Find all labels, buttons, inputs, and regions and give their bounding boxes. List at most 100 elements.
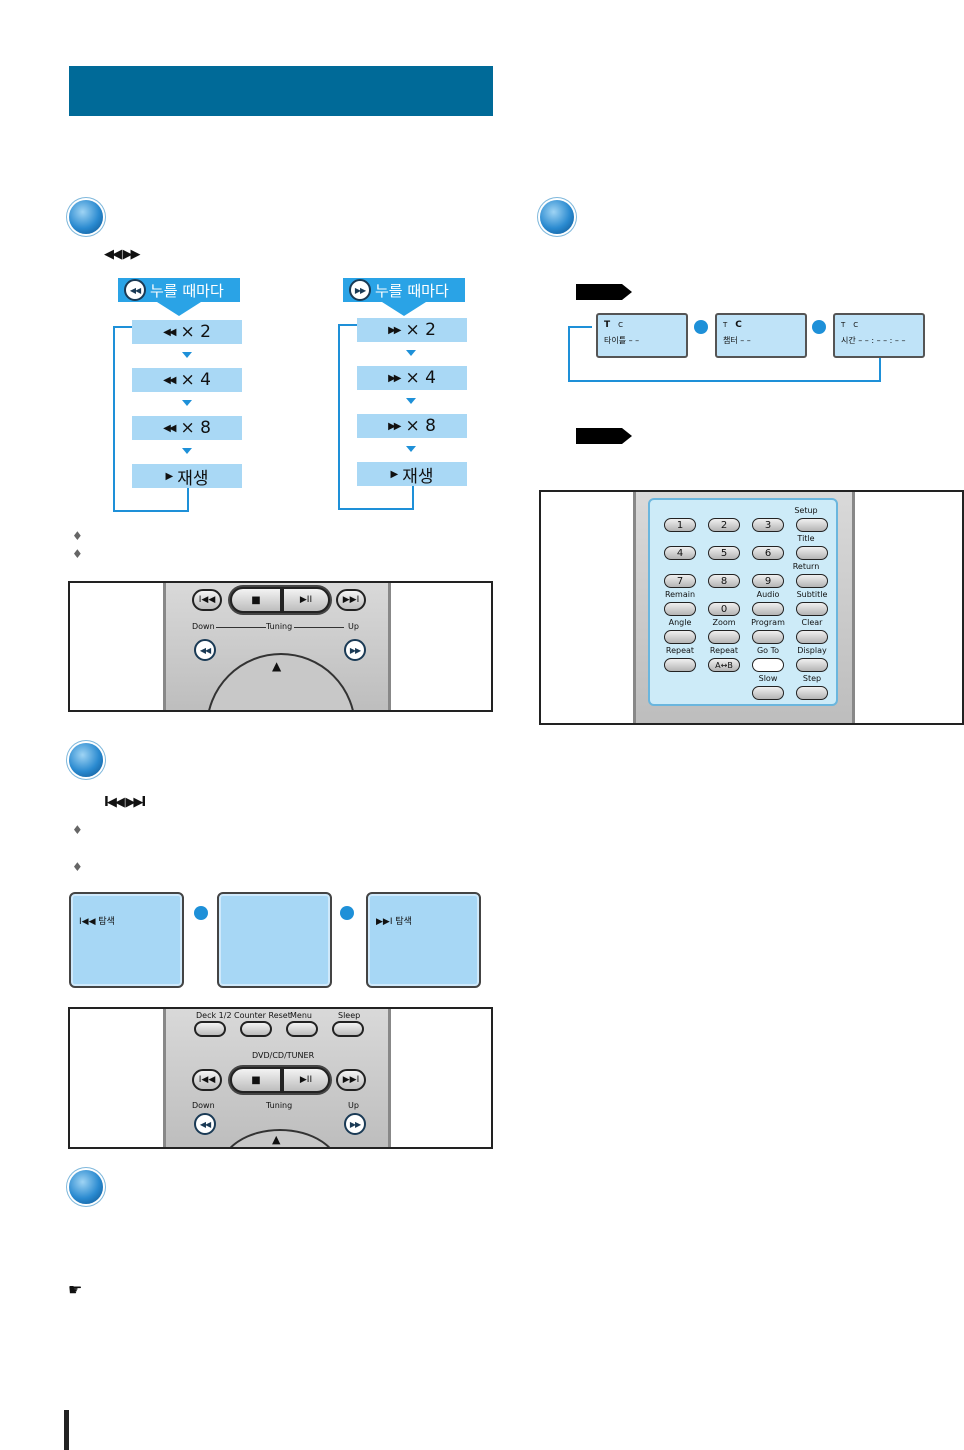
angle-label: Angle — [668, 618, 692, 627]
down-label: Down — [192, 622, 215, 631]
section-bullet-icon — [69, 200, 103, 234]
up-arrow-icon: ▲ — [272, 659, 282, 673]
key-9[interactable]: 9 — [752, 574, 784, 588]
down-label: Down — [192, 1101, 215, 1110]
section-bullet-icon — [69, 743, 103, 777]
display-button[interactable] — [796, 658, 828, 672]
forward-step-8x: ▶▶× 8 — [357, 414, 467, 438]
skip-next-screen: ▶▶I 탐색 — [366, 892, 481, 988]
section-header-bar — [69, 66, 493, 116]
sleep-label: Sleep — [338, 1011, 361, 1020]
key-2[interactable]: 2 — [708, 518, 740, 532]
goto-loop-line-right — [879, 358, 881, 382]
search-buttons-glyph: ◀◀ ▶▶ — [104, 247, 141, 262]
step-tag-1 — [576, 284, 632, 300]
step-label: Step — [802, 674, 822, 683]
setup-button[interactable] — [796, 518, 828, 532]
key-7[interactable]: 7 — [664, 574, 696, 588]
fast-forward-button[interactable]: ▶▶ — [344, 639, 366, 661]
flow-arrow-icon — [406, 446, 416, 452]
key-4[interactable]: 4 — [664, 546, 696, 560]
goto-loop-line-bottom — [568, 380, 881, 382]
tuning-label: Tuning — [266, 622, 293, 631]
setup-label: Setup — [794, 506, 818, 515]
right-arrow-icon — [812, 320, 826, 334]
right-arrow-icon — [694, 320, 708, 334]
sleep-button[interactable] — [332, 1021, 364, 1037]
counter-reset-button[interactable] — [240, 1021, 272, 1037]
fast-forward-icon: ▶▶ — [349, 279, 371, 301]
key-0[interactable]: 0 — [708, 602, 740, 616]
skip-current-screen — [217, 892, 332, 988]
key-3[interactable]: 3 — [752, 518, 784, 532]
key-5[interactable]: 5 — [708, 546, 740, 560]
step-tag-2 — [576, 428, 632, 444]
counter-reset-label: Counter Reset — [234, 1011, 291, 1020]
key-1[interactable]: 1 — [664, 518, 696, 532]
note-diamond-icon: ♦ — [72, 529, 83, 543]
deck-label: Deck 1/2 — [196, 1011, 232, 1020]
forward-step-play: ▶재생 — [357, 462, 467, 487]
note-diamond-icon: ♦ — [72, 860, 83, 874]
stop-button[interactable]: ■ — [230, 1067, 282, 1093]
deck-button[interactable] — [194, 1021, 226, 1037]
zoom-label: Zoom — [712, 618, 736, 627]
program-button[interactable] — [752, 630, 784, 644]
return-button[interactable] — [796, 574, 828, 588]
return-label: Return — [792, 562, 820, 571]
menu-button[interactable] — [286, 1021, 318, 1037]
goto-button[interactable] — [752, 658, 784, 672]
repeat-ab-label: Repeat — [709, 646, 739, 655]
fast-forward-button[interactable]: ▶▶ — [344, 1113, 366, 1135]
forward-step-4x: ▶▶× 4 — [357, 366, 467, 390]
dvd-cd-tuner-label: DVD/CD/TUNER — [252, 1051, 315, 1060]
audio-button[interactable] — [752, 602, 784, 616]
repeat-ab-button[interactable]: A↔B — [708, 658, 740, 672]
stop-icon: ■ — [230, 587, 282, 613]
forward-step-2x: ▶▶× 2 — [357, 318, 467, 342]
play-pause-button[interactable]: ▶II — [282, 1067, 330, 1093]
clear-button[interactable] — [796, 630, 828, 644]
play-pause-icon: ▶II — [282, 587, 330, 613]
remain-button[interactable] — [664, 602, 696, 616]
previous-button[interactable]: I◀◀ — [192, 1069, 222, 1091]
repeat-button[interactable] — [664, 658, 696, 672]
subtitle-button[interactable] — [796, 602, 828, 616]
skip-buttons-glyph: I◀◀ ▶▶I — [104, 795, 146, 810]
flow-arrow-icon — [182, 448, 192, 454]
next-button[interactable]: ▶▶I — [336, 1069, 366, 1091]
left-arrow-icon — [194, 906, 208, 920]
up-label: Up — [348, 1101, 359, 1110]
flow-arrow-icon — [182, 400, 192, 406]
note-diamond-icon: ♦ — [72, 547, 83, 561]
remote-illustration-keypad: Setup 1 2 3 Title 4 5 6 Return 7 8 9 Rem… — [539, 490, 964, 725]
up-label: Up — [348, 622, 359, 631]
goto-label: Go To — [756, 646, 780, 655]
forward-loop-line-right — [412, 484, 414, 510]
section-bullet-icon — [540, 200, 574, 234]
rewind-button[interactable]: ◀◀ — [194, 1113, 216, 1135]
title-button[interactable] — [796, 546, 828, 560]
key-6[interactable]: 6 — [752, 546, 784, 560]
step-button[interactable] — [796, 686, 828, 700]
rewind-icon: ◀◀ — [124, 279, 146, 301]
angle-button[interactable] — [664, 630, 696, 644]
rewind-button[interactable]: ◀◀ — [194, 639, 216, 661]
menu-label: Menu — [290, 1011, 312, 1020]
rewind-step-play: ▶재생 — [132, 464, 242, 489]
slow-button[interactable] — [752, 686, 784, 700]
rewind-step-2x: ◀◀× 2 — [132, 320, 242, 344]
right-arrow-icon — [340, 906, 354, 920]
forward-banner: ▶▶ 누를 때마다 — [343, 278, 465, 316]
title-label: Title — [797, 534, 815, 543]
rewind-banner-label: 누를 때마다 — [150, 281, 224, 300]
audio-label: Audio — [756, 590, 780, 599]
tuning-label: Tuning — [266, 1101, 293, 1110]
keypad-area: Setup 1 2 3 Title 4 5 6 Return 7 8 9 Rem… — [648, 498, 838, 706]
key-8[interactable]: 8 — [708, 574, 740, 588]
goto-loop-line-left — [568, 326, 570, 382]
subtitle-label: Subtitle — [796, 590, 828, 599]
zoom-button[interactable] — [708, 630, 740, 644]
